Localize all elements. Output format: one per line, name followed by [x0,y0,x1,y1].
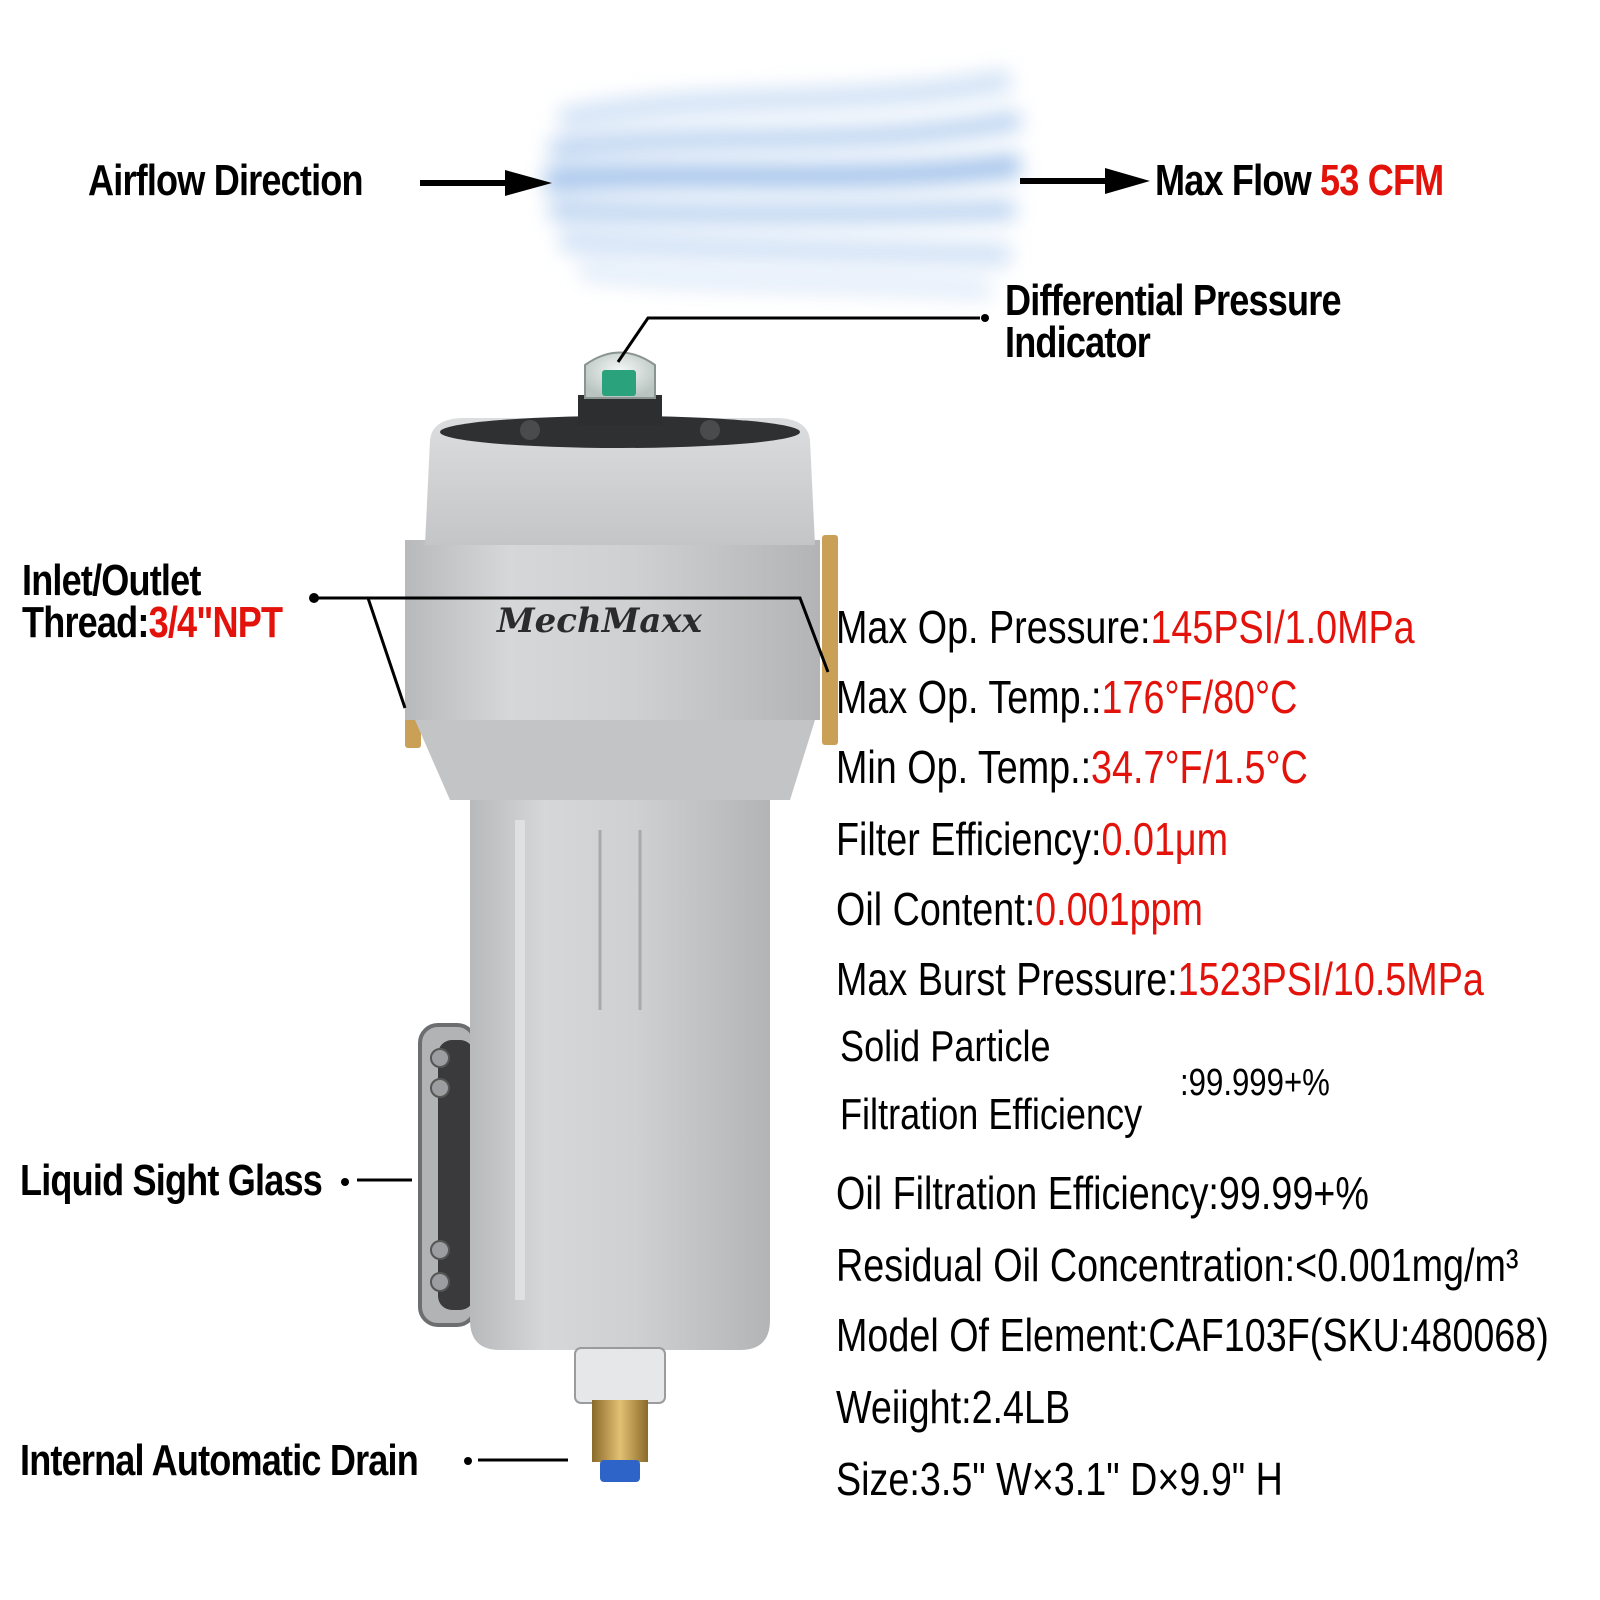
spec-value: 145PSI/1.0MPa [1150,601,1415,653]
spec-label: Filter Efficiency: [836,813,1102,865]
spec-min-op-temp: Min Op. Temp.:34.7°F/1.5°C [836,740,1308,794]
max-flow-label: Max Flow 53 CFM [1155,156,1444,206]
spec-label: Oil Content: [836,883,1036,935]
solid-particle-line2: Filtration Efficiency [840,1090,1143,1139]
max-flow-value: 53 CFM [1320,156,1444,205]
spec-value: 176°F/80°C [1101,671,1298,723]
max-flow-text: Max Flow [1155,156,1321,205]
spec-residual-oil: Residual Oil Concentration:<0.001mg/m³ [836,1239,1519,1291]
spec-max-burst-pressure: Max Burst Pressure:1523PSI/10.5MPa [836,952,1484,1006]
callout-dots [309,314,989,1465]
airflow-left-arrow [420,170,552,196]
spec-value: 0.001ppm [1035,883,1203,935]
spec-oil-filtration-efficiency: Oil Filtration Efficiency:99.99+% [836,1167,1369,1219]
dp-indicator-label-line2: Indicator [1005,318,1151,367]
spec-size: Size:3.5" W×3.1" D×9.9" H [836,1453,1283,1505]
dp-indicator-label-line1: Differential Pressure [1005,276,1342,325]
spec-label: Max Burst Pressure: [836,953,1178,1005]
spec-oil-content: Oil Content:0.001ppm [836,882,1203,936]
thread-value: 3/4"NPT [148,598,284,647]
inlet-outlet-label-line1: Inlet/Outlet [22,556,201,605]
internal-automatic-drain-label: Internal Automatic Drain [20,1436,419,1485]
spec-model-of-element: Model Of Element:CAF103F(SKU:480068) [836,1309,1549,1361]
spec-value: 0.01μm [1101,813,1229,865]
spec-label: Min Op. Temp.: [836,741,1092,793]
brand-logo: MechMaxx [496,601,703,641]
inlet-outlet-label-line2: Thread:3/4"NPT [22,598,284,648]
spec-weight: Weiight:2.4LB [836,1381,1071,1433]
airflow-right-arrow [1020,168,1150,194]
spec-filter-efficiency: Filter Efficiency:0.01μm [836,812,1228,866]
spec-max-op-temp: Max Op. Temp.:176°F/80°C [836,670,1297,724]
callout-lines [318,316,980,1462]
spec-label: Max Op. Pressure: [836,601,1151,653]
solid-particle-line1: Solid Particle [840,1022,1051,1071]
liquid-sight-glass-label: Liquid Sight Glass [20,1156,323,1205]
spec-max-op-pressure: Max Op. Pressure:145PSI/1.0MPa [836,600,1415,654]
solid-particle-value: :99.999+% [1180,1062,1330,1104]
spec-value: 1523PSI/10.5MPa [1177,953,1484,1005]
filter-housing [405,351,838,1482]
spec-value: 34.7°F/1.5°C [1091,741,1308,793]
spec-label: Max Op. Temp.: [836,671,1102,723]
airflow-direction-label: Airflow Direction [88,156,364,205]
airflow-graphic [544,69,1022,300]
thread-label: Thread: [22,598,149,647]
